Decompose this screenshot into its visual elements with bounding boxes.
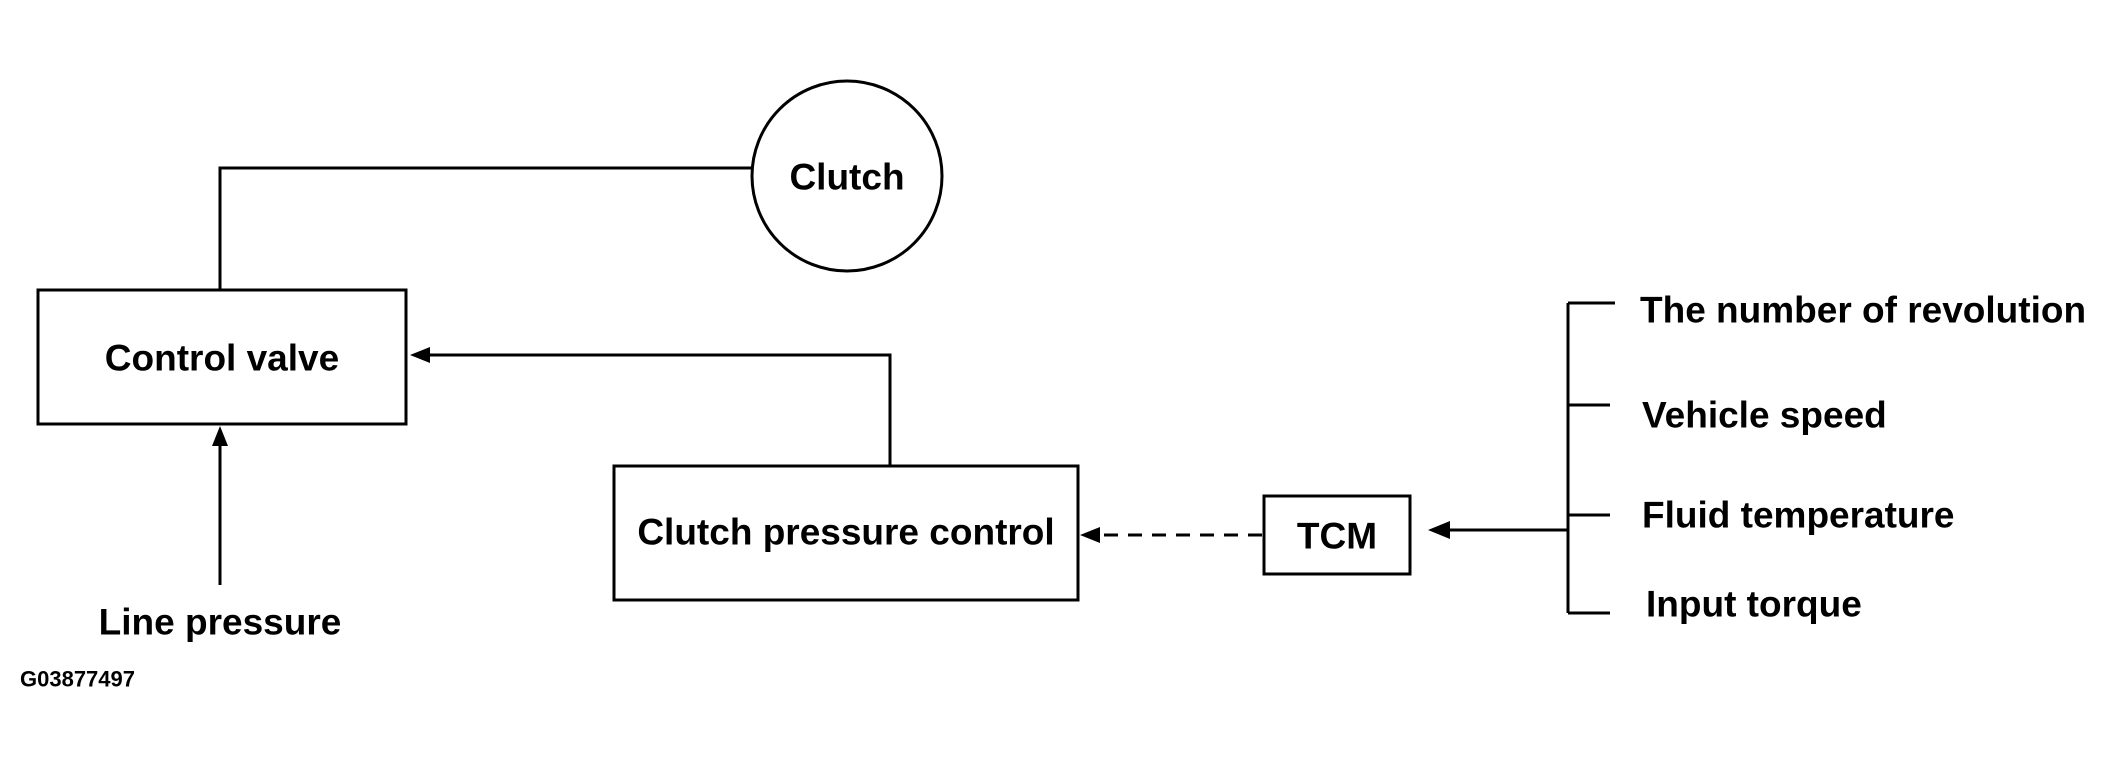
pressure-control-to-valve-connector <box>424 353 892 466</box>
inputs-to-tcm-arrowhead <box>1428 521 1450 539</box>
figure-code: G03877497 <box>20 667 135 692</box>
input-label-input-torque: Input torque <box>1646 584 1862 625</box>
clutch-pressure-control-label: Clutch pressure control <box>637 512 1054 553</box>
input-label-revolution: The number of revolution <box>1640 290 2086 331</box>
clutch-pressure-control-node: Clutch pressure control <box>612 464 1080 602</box>
input-label-vehicle-speed: Vehicle speed <box>1642 395 1887 436</box>
valve-to-clutch-connector <box>218 166 752 290</box>
tcm-to-pressure-control-arrowhead <box>1080 527 1100 543</box>
input-label-fluid-temperature: Fluid temperature <box>1642 495 1955 536</box>
pressure-control-to-valve-arrowhead <box>410 347 430 363</box>
tcm-label: TCM <box>1297 516 1377 557</box>
control-valve-label: Control valve <box>105 338 339 379</box>
clutch-label: Clutch <box>789 157 904 198</box>
line-pressure-arrowhead <box>212 426 228 446</box>
clutch-node: Clutch <box>750 79 944 273</box>
control-valve-node: Control valve <box>36 288 408 426</box>
line-pressure-label: Line pressure <box>99 602 342 643</box>
tcm-node: TCM <box>1262 494 1412 576</box>
